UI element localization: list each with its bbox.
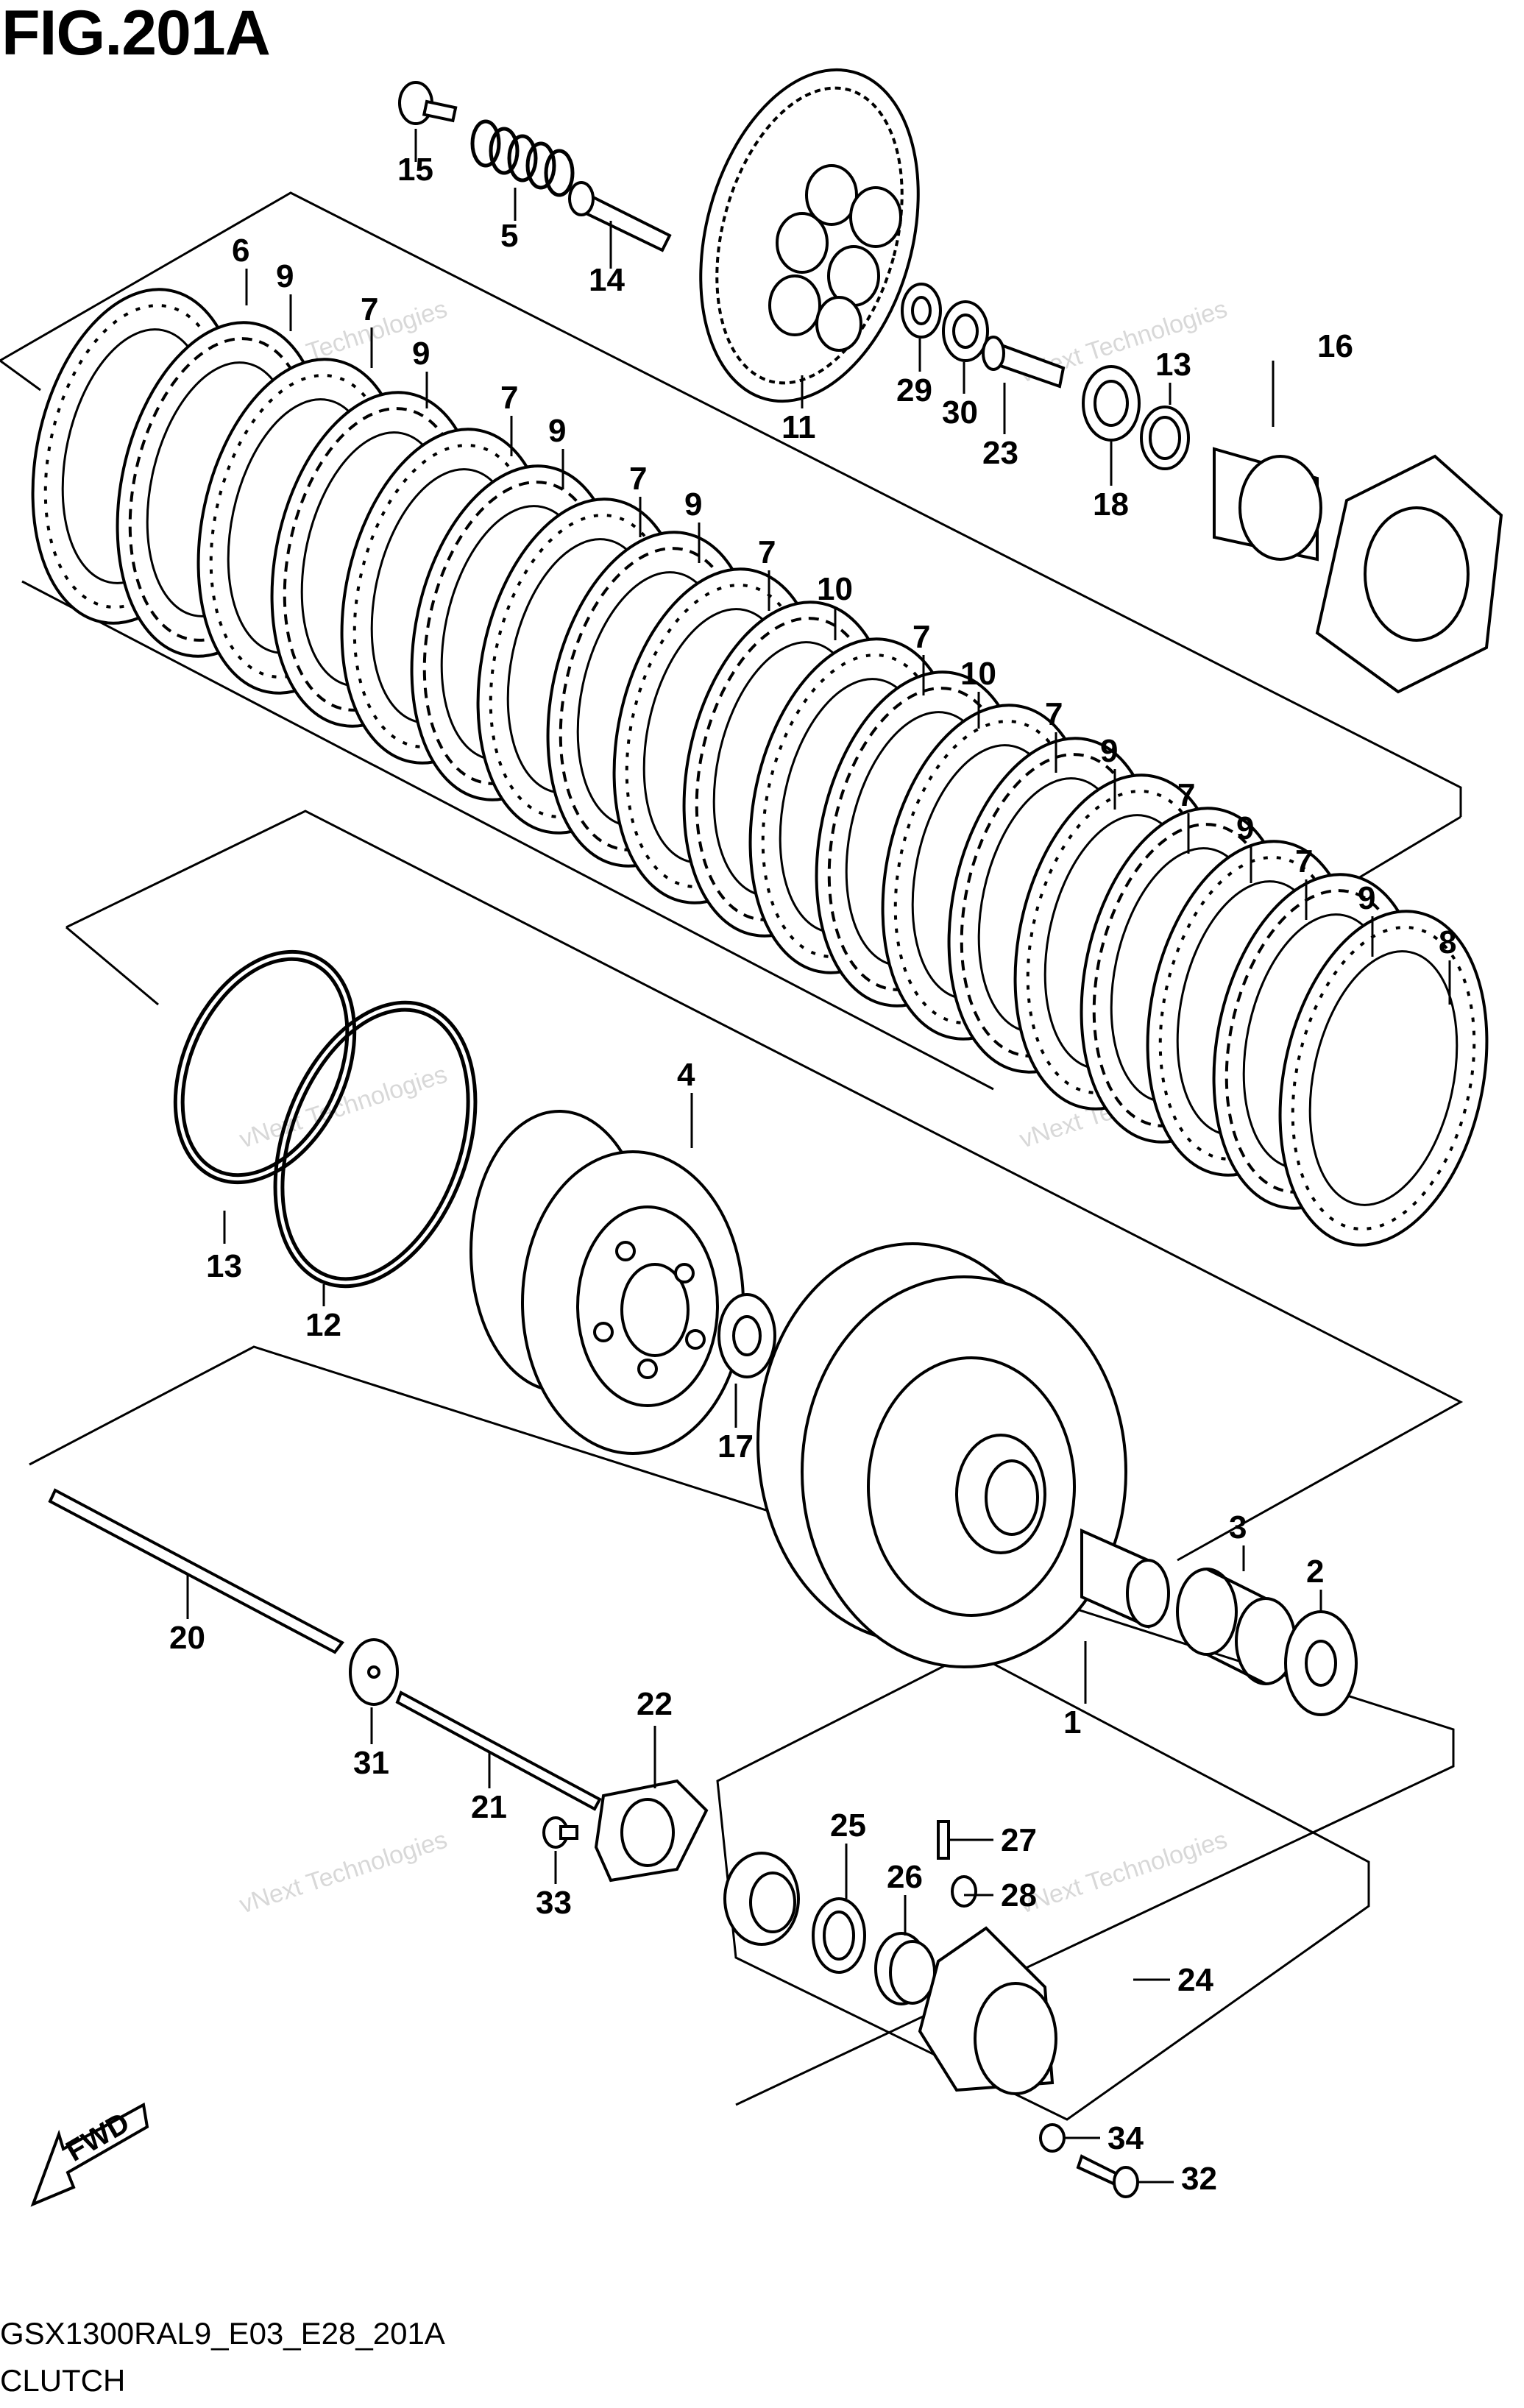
callout-10: 10	[960, 656, 996, 692]
fwd-arrow: FWD	[30, 2102, 149, 2207]
callout-16: 16	[1317, 328, 1353, 364]
callout-18: 18	[1093, 486, 1129, 523]
bolt-32	[1076, 2154, 1139, 2198]
washer-13	[1140, 406, 1190, 470]
callout-29: 29	[896, 372, 932, 408]
callout-7: 7	[361, 291, 378, 327]
callout-17: 17	[717, 1428, 754, 1465]
clutch-plate	[1278, 910, 1489, 1247]
pin-14	[568, 181, 672, 252]
sleeve	[1080, 1528, 1170, 1629]
callout-7: 7	[1177, 777, 1195, 813]
washer-17	[717, 1293, 776, 1378]
plate-stack	[31, 288, 1489, 1247]
spring-5	[470, 119, 575, 197]
clutch-hub-4	[469, 1110, 745, 1455]
callout-20: 20	[169, 1620, 205, 1656]
bearing-30	[942, 300, 989, 362]
callout-9: 9	[1236, 810, 1254, 846]
bolt-15	[398, 81, 458, 125]
bleeder-34	[1039, 2123, 1066, 2153]
primary-driven-gear-1	[756, 1242, 1127, 1668]
rod-23	[982, 336, 1066, 389]
callout-8: 8	[1439, 924, 1456, 960]
callout-9: 9	[548, 413, 566, 449]
callout-5: 5	[500, 218, 518, 254]
callout-30: 30	[942, 394, 978, 431]
fwd-label: FWD	[61, 2106, 135, 2168]
watermark: vNext Technologies	[236, 1060, 451, 1154]
washer-31	[349, 1638, 399, 1706]
callout-13: 13	[1155, 347, 1191, 383]
callout-7: 7	[1295, 843, 1313, 879]
callout-11: 11	[782, 409, 816, 445]
callout-24: 24	[1177, 1962, 1213, 1998]
watermark: vNext Technologies	[236, 1826, 451, 1919]
callout-27: 27	[1001, 1822, 1037, 1858]
callout-21: 21	[471, 1789, 507, 1825]
bolt-33	[542, 1816, 578, 1849]
callout-7: 7	[500, 380, 518, 416]
leader-lines	[186, 129, 1451, 2184]
callout-22: 22	[637, 1686, 673, 1722]
push-rod-21	[395, 1690, 602, 1811]
washer-2	[1284, 1610, 1358, 1716]
callout-34: 34	[1107, 2120, 1144, 2156]
ring-13	[173, 949, 357, 1185]
plate-stack-outline	[0, 191, 1462, 1091]
callout-12: 12	[305, 1307, 341, 1343]
damper-16	[1213, 447, 1503, 694]
callout-25: 25	[830, 1807, 866, 1844]
oil-seal-plate-22	[594, 1779, 709, 1883]
nut-18	[1082, 365, 1141, 442]
watermark: vNext Technologies	[1016, 1826, 1231, 1919]
callout-3: 3	[1229, 1509, 1247, 1545]
callout-14: 14	[589, 262, 625, 298]
washer-29	[901, 283, 942, 339]
callout-10: 10	[817, 571, 853, 607]
release-cylinder-24	[723, 1820, 1057, 2095]
figure-name: CLUTCH	[0, 2363, 126, 2398]
callout-9: 9	[1100, 733, 1118, 769]
callout-4: 4	[677, 1057, 695, 1093]
callout-7: 7	[1045, 696, 1063, 732]
ring-12	[273, 1000, 478, 1289]
callout-31: 31	[353, 1745, 389, 1781]
callout-9: 9	[412, 336, 430, 372]
callout-2: 2	[1306, 1554, 1324, 1590]
hub-outline	[65, 810, 1464, 1562]
callout-labels: 1551469797979710710797979811293023131816…	[169, 152, 1456, 2197]
callout-28: 28	[1001, 1877, 1037, 1913]
callout-6: 6	[232, 233, 249, 269]
push-rod-20	[48, 1488, 345, 1654]
rod-outline	[29, 1345, 1455, 2106]
callout-7: 7	[912, 619, 930, 655]
callout-9: 9	[1358, 880, 1375, 916]
callout-1: 1	[1063, 1704, 1081, 1741]
pressure-plate-11	[699, 68, 920, 403]
figure-code: GSX1300RAL9_E03_E28_201A	[0, 2316, 445, 2351]
callout-26: 26	[887, 1859, 923, 1895]
callout-33: 33	[536, 1885, 572, 1921]
callout-9: 9	[276, 258, 294, 294]
callout-23: 23	[982, 435, 1018, 471]
callout-13: 13	[206, 1248, 242, 1284]
figure-title: FIG.201A	[1, 0, 271, 68]
callout-15: 15	[397, 152, 433, 188]
region-outlines	[0, 191, 1464, 2121]
callout-7: 7	[629, 461, 647, 497]
callout-7: 7	[758, 534, 776, 570]
needle-bearing-3	[1176, 1568, 1297, 1685]
callout-9: 9	[684, 486, 702, 523]
callout-32: 32	[1181, 2161, 1217, 2197]
